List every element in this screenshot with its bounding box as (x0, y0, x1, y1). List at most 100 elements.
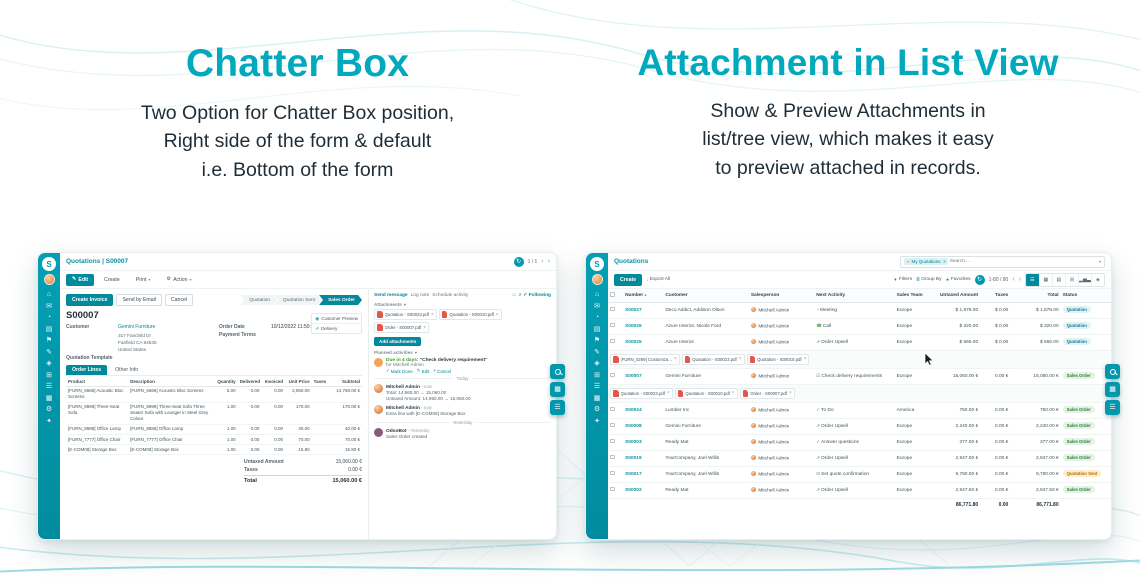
log-note-button[interactable]: Log note (410, 293, 430, 298)
remove-attachment-icon[interactable]: × (423, 324, 427, 331)
row-checkbox[interactable] (610, 338, 615, 344)
quotation-number-link[interactable]: S00024 (625, 407, 642, 413)
statusbar-step[interactable]: Quotation (240, 295, 277, 305)
delivery-stat-button[interactable]: ⇗Delivery (312, 323, 361, 333)
create-invoice-button[interactable]: Create Invoice (66, 294, 114, 306)
quotation-row[interactable]: S00003 Ready Mat Mitchell Admin ✓Answer … (608, 434, 1111, 451)
col-taxes[interactable]: Taxes (311, 377, 330, 387)
sidebar-app-icon[interactable]: ☰ (45, 383, 53, 390)
order-line-row[interactable]: [FURN_7777] Office Chair [FURN_7777] Off… (66, 434, 362, 446)
attachment-chip[interactable]: Quotation - S00010.pdf× (746, 353, 810, 365)
customer-preview-button[interactable]: ◉Customer Preview (312, 314, 361, 323)
sidebar-app-icon[interactable]: ◈ (46, 360, 52, 367)
planned-activities-header[interactable]: Planned activities▾ (374, 350, 551, 355)
sidebar-app-icon[interactable]: ◈ (594, 360, 600, 367)
attachment-chip[interactable]: Order - S00007.pdf× (374, 322, 430, 333)
quotation-number-link[interactable]: S00003 (625, 439, 642, 445)
row-checkbox[interactable] (610, 438, 615, 444)
activity-cancel-button[interactable]: ×Cancel (433, 368, 451, 373)
pager-next-icon[interactable]: › (1018, 276, 1021, 283)
sidebar-app-icon[interactable]: ▤ (593, 325, 601, 333)
pager-prev-icon[interactable]: ‹ (1012, 276, 1015, 283)
send-by-email-button[interactable]: Send by Email (116, 294, 162, 306)
app-logo[interactable]: S (590, 257, 604, 271)
filters-button[interactable]: ▼Filters (893, 277, 912, 282)
activity-edit-button[interactable]: ✎Edit (417, 368, 430, 373)
cell-next-activity[interactable]: ☑Check delivery requirements (814, 368, 895, 385)
remove-attachment-icon[interactable]: × (789, 390, 792, 396)
row-checkbox[interactable] (610, 422, 615, 428)
send-message-button[interactable]: Send message (374, 293, 408, 298)
col-delivered[interactable]: Delivered (237, 377, 262, 387)
sidebar-app-icon[interactable]: ⊞ (594, 371, 600, 379)
attachment-chip[interactable]: Order - S00007.pdf× (739, 387, 795, 399)
col-invoiced[interactable]: Invoiced (261, 377, 286, 387)
quotation-number-link[interactable]: S00026 (625, 323, 642, 329)
remove-attachment-icon[interactable]: × (495, 311, 499, 318)
sidebar-app-icon[interactable]: ▤ (45, 325, 53, 333)
user-avatar[interactable] (591, 274, 603, 285)
quotation-number-link[interactable]: S00025 (625, 339, 642, 345)
row-checkbox[interactable] (610, 372, 615, 378)
breadcrumb[interactable]: Quotations (614, 258, 649, 265)
sidebar-app-icon[interactable]: ✦ (46, 417, 52, 425)
sidebar-app-icon[interactable]: ☰ (593, 383, 601, 390)
sidebar-app-icon[interactable]: ▦ (45, 394, 53, 402)
col-taxes[interactable]: Taxes (980, 289, 1011, 303)
cell-next-activity[interactable]: ✓Answer questions (814, 434, 895, 451)
app-logo[interactable]: S (42, 257, 56, 271)
quick-list-button[interactable]: ☰ (550, 400, 565, 415)
sidebar-app-icon[interactable]: ⚑ (593, 337, 601, 344)
order-date-value[interactable]: 10/12/2022 11:50:23 (271, 324, 317, 330)
quotation-row[interactable]: S00024 Lumber Inc Mitchell Admin ✓To Do … (608, 402, 1111, 419)
sidebar-app-icon[interactable]: ◔ (46, 314, 52, 321)
sidebar-app-icon[interactable]: ✉ (46, 302, 52, 310)
col-salesperson[interactable]: Salesperson (748, 289, 815, 303)
quotation-row[interactable]: S00027 Deco Addict, Addison Olson Mitche… (608, 302, 1111, 319)
quick-list-button[interactable]: ☰ (1105, 400, 1120, 415)
select-all-checkbox[interactable] (610, 292, 615, 297)
attachment-chip[interactable]: Quotation - S00010.pdf× (438, 309, 502, 320)
order-line-row[interactable]: [FURN_8888] Office Lamp [FURN_8888] Offi… (66, 424, 362, 436)
statusbar-step[interactable]: Quotation Sent (274, 295, 322, 305)
action-menu[interactable]: ⚙Action▾ (160, 274, 197, 286)
remove-attachment-icon[interactable]: × (738, 356, 742, 362)
list-view-button[interactable]: ☰ (1026, 273, 1039, 286)
attachment-chip[interactable]: Quotation - S00010.pdf× (674, 387, 738, 399)
cell-next-activity[interactable]: ◔Meeting (814, 302, 895, 319)
sidebar-app-icon[interactable]: ⚙ (593, 406, 601, 413)
notebook-tab[interactable]: Other Info (115, 366, 139, 373)
remove-attachment-icon[interactable]: × (430, 311, 434, 318)
remove-attachment-icon[interactable]: × (803, 356, 807, 362)
row-checkbox[interactable] (610, 406, 615, 412)
col-quantity[interactable]: Quantity (214, 377, 238, 387)
group-by-button[interactable]: ≣Group By (916, 277, 941, 283)
col-unit-price[interactable]: Unit Price (285, 377, 312, 387)
create-button[interactable]: Create (614, 273, 643, 286)
edit-button[interactable]: ✎Edit (66, 273, 95, 286)
row-checkbox[interactable] (610, 470, 615, 476)
order-line-row[interactable]: [FURN_8999] Three-Seat Sofa [FURN_8999] … (66, 402, 362, 425)
cancel-button[interactable]: Cancel (164, 294, 194, 306)
attachment-chip[interactable]: [FURN_0269] Customiza...× (610, 353, 680, 365)
attachments-header[interactable]: Attachments▾ (374, 302, 551, 307)
quotation-row[interactable]: S00019 YourCompany, Joel Willis Mitchell… (608, 450, 1111, 467)
remove-attachment-icon[interactable]: × (731, 390, 735, 396)
cell-next-activity[interactable]: ⇗Order Upsell (814, 418, 895, 435)
quotation-number-link[interactable]: S00002 (625, 487, 642, 493)
search-input[interactable] (949, 259, 1097, 264)
quotation-number-link[interactable]: S00007 (625, 373, 642, 379)
sidebar-app-icon[interactable]: ✎ (46, 348, 52, 356)
sidebar-app-icon[interactable]: ⚑ (45, 337, 53, 344)
customer-value[interactable]: Gemini Furniture (118, 324, 156, 330)
col-untaxed[interactable]: Untaxed Amount (929, 289, 981, 303)
calendar-view-button[interactable]: ▤ (1052, 273, 1065, 286)
sidebar-app-icon[interactable]: ▦ (593, 394, 601, 402)
quotation-row[interactable]: S00008 Gemini Furniture Mitchell Admin ⇗… (608, 418, 1111, 435)
chevron-down-icon[interactable]: ▾ (1098, 259, 1101, 264)
search-box[interactable]: ★ My Quotations × ▾ (900, 255, 1105, 268)
sidebar-app-icon[interactable]: ✎ (594, 348, 600, 356)
quotation-number-link[interactable]: S00027 (625, 307, 642, 313)
notebook-tab[interactable]: Order Lines (66, 364, 108, 375)
order-line-row[interactable]: [FURN_6666] Acoustic Bloc Screens [FURN_… (66, 386, 362, 403)
